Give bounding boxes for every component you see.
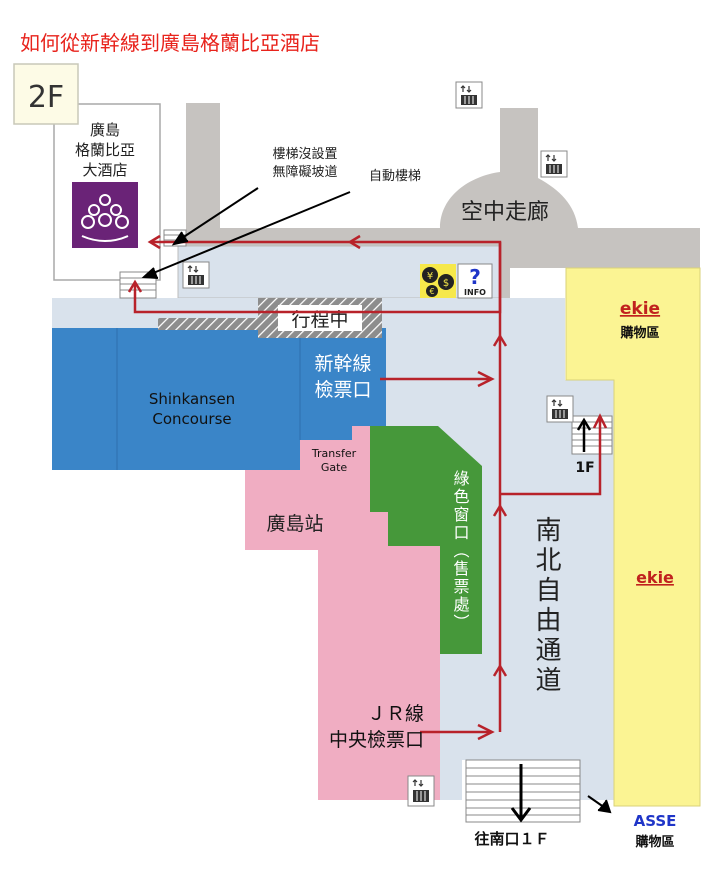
asse-label: ASSE [634, 812, 677, 830]
shinkansen-gate-line-1: 新幹線 [314, 353, 371, 375]
currency-exchange-icon: ¥ $ € [420, 264, 456, 298]
no-ramp-note-line-1: 樓梯沒設置 [272, 146, 337, 162]
svg-text:?: ? [469, 265, 481, 289]
hotel-name-line-1: 廣島 [90, 121, 120, 139]
construction-label: 行程中 [291, 309, 348, 331]
stairs-to-1f [571, 415, 613, 455]
floor-label: 2F [13, 63, 79, 125]
jr-gate-line-1: ＪＲ線 [367, 703, 424, 725]
hiroshima-station-area [245, 426, 440, 800]
free-passage-label: 南北自由通道 [531, 516, 561, 696]
hotel-crest-logo-icon [72, 182, 138, 248]
first-floor-label: 1F [575, 460, 594, 476]
escalator-note: 自動樓梯 [369, 169, 421, 184]
south-exit-label: 往南口１Ｆ [474, 830, 549, 848]
ekie-sub-label: 購物區 [619, 325, 659, 341]
walking-route [127, 234, 608, 741]
ekie-label-middle: ekie [636, 568, 674, 587]
green-window-label: 綠色窗口（售票處） [451, 470, 470, 632]
elevator-icon [546, 395, 574, 423]
shinkansen-concourse [52, 328, 386, 470]
svg-text:€: € [429, 287, 434, 296]
concourse-label-line-2: Concourse [152, 410, 231, 428]
transfer-gate-line-2: Gate [321, 461, 348, 474]
asse-sub-label: 購物區 [634, 834, 674, 850]
construction-bar-thin [158, 318, 262, 330]
south-exit-staircase [465, 759, 581, 823]
skywalk-label: 空中走廊 [461, 200, 549, 225]
shinkansen-gate-line-2: 檢票口 [314, 379, 371, 401]
green-ticket-window [370, 426, 482, 654]
elevator-icon [540, 150, 568, 178]
concourse-label-line-1: Shinkansen [149, 390, 235, 408]
hotel-name-line-3: 大酒店 [82, 161, 127, 179]
elevator-icon [455, 81, 483, 109]
hotel-name-line-2: 格蘭比亞 [75, 141, 135, 159]
svg-text:¥: ¥ [427, 271, 433, 282]
no-ramp-note-line-2: 無障礙坡道 [272, 165, 337, 180]
svg-text:$: $ [443, 278, 449, 289]
map-title: 如何從新幹線到廣島格蘭比亞酒店 [20, 31, 320, 55]
ekie-shopping-area [565, 267, 701, 807]
info-icon: ? [457, 263, 493, 299]
annotation-arrows [141, 187, 612, 814]
station-label: 廣島站 [266, 513, 323, 535]
ekie-label-top: ekie [620, 299, 660, 319]
jr-gate-line-2: 中央檢票口 [329, 729, 424, 751]
elevator-icon [182, 261, 210, 289]
info-label: INFO [464, 288, 486, 297]
floor-label-text: 2F [28, 80, 64, 115]
transfer-gate-line-1: Transfer [311, 447, 357, 460]
elevator-icon [407, 775, 435, 807]
